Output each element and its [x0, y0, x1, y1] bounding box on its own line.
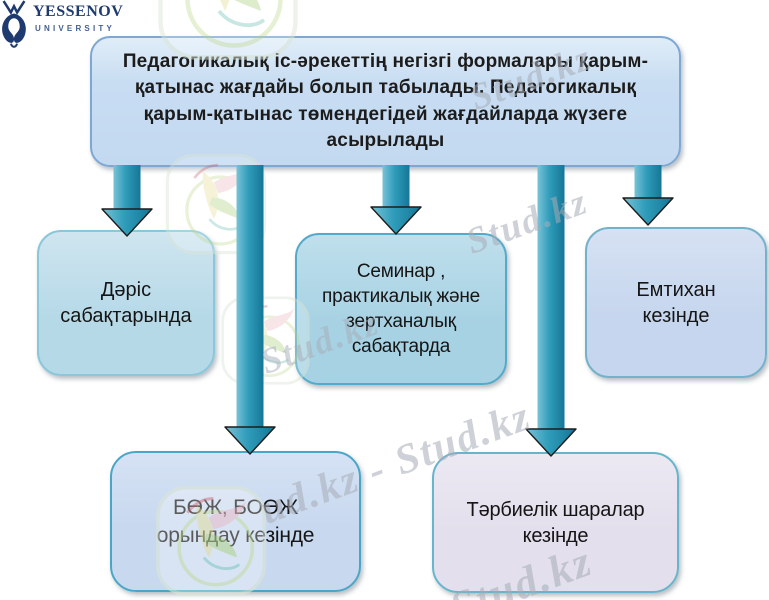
university-emblem-icon — [2, 0, 26, 48]
logo-title: YESSENOV — [33, 3, 124, 20]
university-logo: YESSENOV UNIVERSITY — [0, 0, 240, 60]
main-statement-text: Педагогикалық іс-әрекеттің негізгі форма… — [122, 51, 649, 151]
box-educational-events-label: Тәрбиелік шаралар кезінде — [466, 498, 645, 547]
arrow-to-lecture-icon — [101, 165, 153, 237]
box-independent-work-label: БӨЖ, БОӨЖ орындау кезінде — [156, 496, 315, 547]
main-statement-box: Педагогикалық іс-әрекеттің негізгі форма… — [90, 36, 681, 167]
box-exam-time: Емтихан кезінде — [585, 227, 767, 378]
arrow-to-exam-icon — [622, 165, 674, 226]
box-exam-label: Емтихан кезінде — [636, 278, 716, 327]
box-lecture-lessons: Дәріс сабақтарында — [37, 230, 215, 376]
arrow-to-independent-work-icon — [224, 165, 276, 455]
box-lecture-label: Дәріс сабақтарында — [60, 279, 192, 327]
box-seminar-practical-lab: Семинар , практикалық және зертханалық с… — [295, 233, 507, 385]
arrow-to-educational-events-icon — [525, 165, 577, 457]
box-educational-events: Тәрбиелік шаралар кезінде — [432, 452, 679, 593]
box-seminar-label: Семинар , практикалық және зертханалық с… — [321, 260, 481, 358]
arrow-to-seminar-icon — [370, 165, 422, 235]
box-independent-work: БӨЖ, БОӨЖ орындау кезінде — [110, 451, 361, 592]
logo-subtitle: UNIVERSITY — [35, 24, 116, 33]
